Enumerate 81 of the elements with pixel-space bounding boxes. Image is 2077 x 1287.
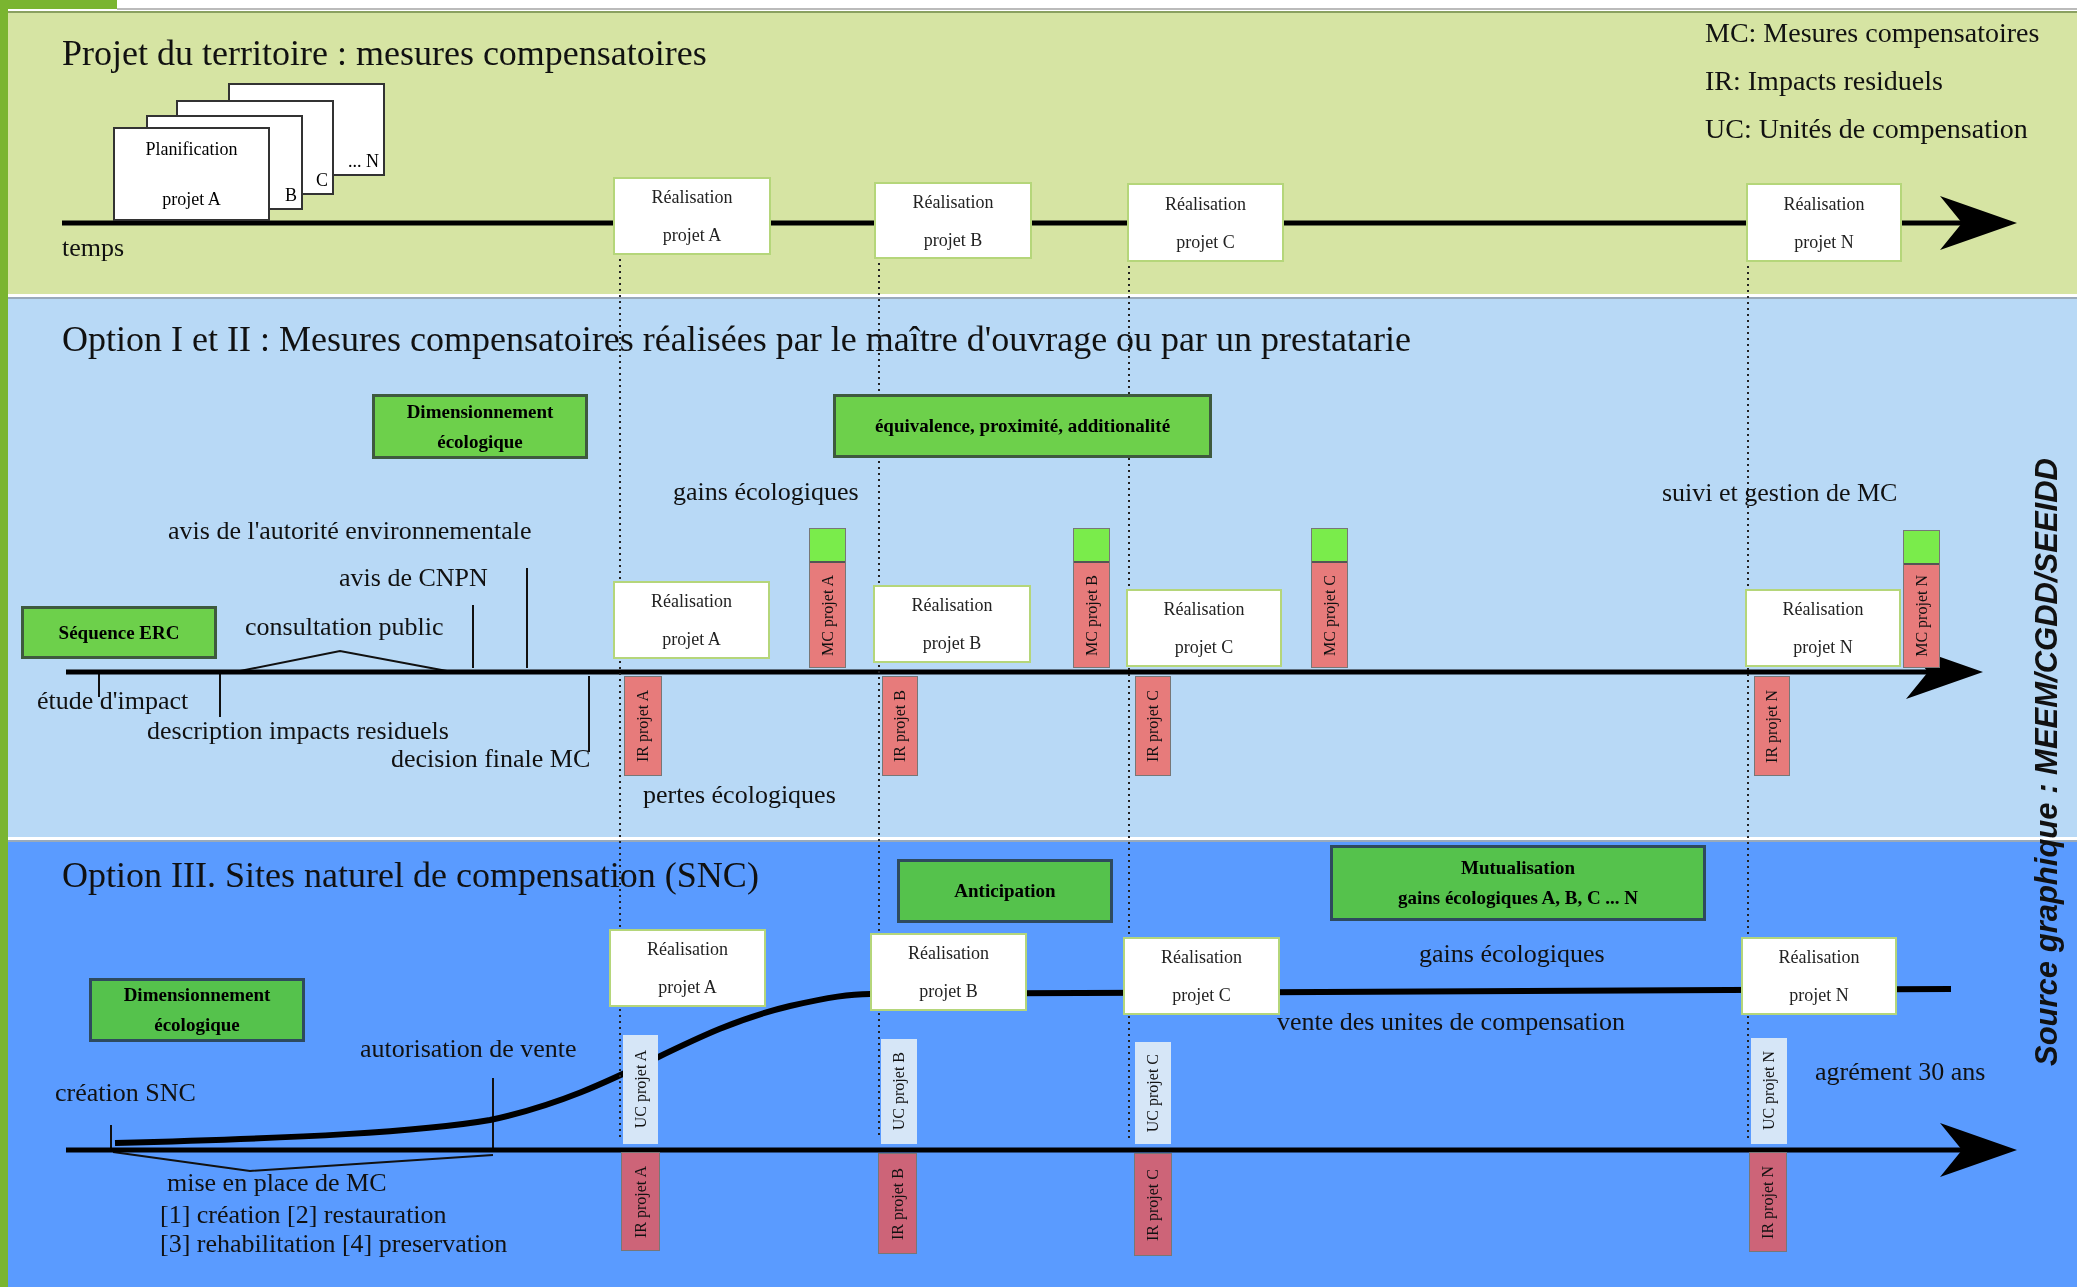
step-box: Séquence ERC (21, 606, 217, 659)
bar-label: IR projet A (631, 1165, 650, 1238)
unit-bar (1135, 1042, 1171, 1144)
realisation-box: Réalisation projet B (873, 585, 1031, 663)
legend-text: MC: Mesures compensatoires (1705, 16, 2040, 49)
bar-label: MC projet N (1912, 575, 1931, 657)
annotation-text: suivi et gestion de MC (1662, 477, 1898, 508)
bar-label: IR projet N (1763, 689, 1781, 763)
unit-bar (1751, 1038, 1787, 1144)
annotation-text: autorisation de vente (360, 1033, 577, 1064)
annotation-text: [3] rehabilitation [4] preservation (160, 1228, 508, 1259)
measure-bar (1073, 528, 1110, 668)
band-title: Projet du territoire : mesures compensatoires (62, 32, 707, 74)
realisation-box: Réalisation projet A (613, 581, 770, 659)
bar-label: IR projet A (634, 690, 652, 762)
step-box: équivalence, proximité, additionalité (833, 394, 1212, 458)
axis-label: temps (62, 232, 125, 263)
realisation-box: Réalisation projet B (870, 933, 1027, 1011)
legend-text: IR: Impacts residuels (1705, 64, 1943, 97)
band-title: Option III. Sites naturel de compensation (SNC) (62, 854, 759, 896)
source-note: Source graphique : MEEM/CGDD/SEEIDD (2029, 458, 2066, 1066)
bar-label: MC projet C (1320, 574, 1339, 656)
realisation-box: Réalisation projet A (609, 929, 766, 1007)
bar-label: IR projet B (891, 690, 909, 762)
realisation-box: Réalisation projet C (1123, 937, 1280, 1015)
bar-label: IR projet N (1759, 1165, 1777, 1239)
bar-label: IR projet C (1144, 1168, 1162, 1241)
impact-bar (621, 1152, 660, 1251)
bar-label: MC projet A (818, 574, 837, 656)
annotation-text: création SNC (55, 1077, 196, 1108)
bar-label: MC projet B (1082, 574, 1101, 656)
realisation-box: Réalisation projet A (613, 177, 771, 255)
annotation-text: agrément 30 ans (1815, 1056, 1986, 1087)
step-box: Dimensionnement écologique (89, 978, 305, 1042)
step-box (1330, 845, 1706, 921)
box-text: Mutualisation (1461, 856, 1575, 880)
realisation-box: Réalisation projet C (1126, 589, 1282, 667)
card-letter: B (271, 115, 303, 210)
annotation-text: gains écologiques (673, 476, 859, 507)
bar-label: IR projet C (1144, 690, 1162, 762)
band-panel (8, 11, 2077, 294)
card-letter: C (304, 100, 334, 195)
annotation-text: pertes écologiques (643, 779, 836, 810)
impact-bar (624, 676, 662, 776)
realisation-box: Réalisation projet C (1127, 183, 1284, 262)
annotation-text: étude d'impact (37, 685, 189, 716)
annotation-text: avis de CNPN (339, 562, 488, 593)
bar-label: UC projet C (1144, 1053, 1162, 1133)
realisation-box: Réalisation projet N (1746, 183, 1902, 262)
annotation-text: decision finale MC (391, 743, 591, 774)
impact-bar (1754, 676, 1790, 776)
annotation-text: avis de l'autorité environnementale (168, 515, 532, 546)
annotation-text: consultation public (245, 611, 444, 642)
annotation-text: [1] création [2] restauration (160, 1199, 447, 1230)
impact-bar (1749, 1152, 1787, 1252)
annotation-text: description impacts residuels (147, 715, 449, 746)
band-title: Option I et II : Mesures compensatoires réalisées par le maître d'ouvrage ou par un prestatarie (62, 318, 1411, 360)
impact-bar (1135, 676, 1171, 776)
bar-label: UC projet A (631, 1050, 650, 1129)
measure-bar (1903, 530, 1940, 668)
realisation-box: Réalisation projet N (1745, 589, 1901, 667)
realisation-box: Réalisation projet N (1741, 937, 1897, 1015)
measure-bar (1311, 528, 1348, 668)
annotation-text: gains écologiques (1419, 938, 1605, 969)
bar-label: UC projet B (890, 1052, 908, 1131)
step-box: Dimensionnement écologique (372, 394, 588, 459)
impact-bar (1134, 1153, 1172, 1256)
annotation-text: mise en place de MC (167, 1167, 387, 1198)
measure-bar (809, 528, 846, 668)
impact-bar (882, 676, 918, 776)
realisation-box: Réalisation projet B (874, 182, 1032, 259)
impact-bar (878, 1153, 917, 1254)
step-box: Anticipation (897, 859, 1113, 923)
unit-bar (881, 1039, 917, 1144)
annotation-text: vente des unites de compensation (1277, 1006, 1626, 1037)
bar-label: IR projet B (888, 1167, 907, 1240)
legend-text: UC: Unités de compensation (1705, 112, 2028, 145)
unit-bar (623, 1035, 658, 1144)
box-text: gains écologiques A, B, C ... N (1397, 886, 1639, 910)
bar-label: UC projet N (1760, 1051, 1778, 1131)
planning-card: Planification projet A (113, 127, 270, 221)
